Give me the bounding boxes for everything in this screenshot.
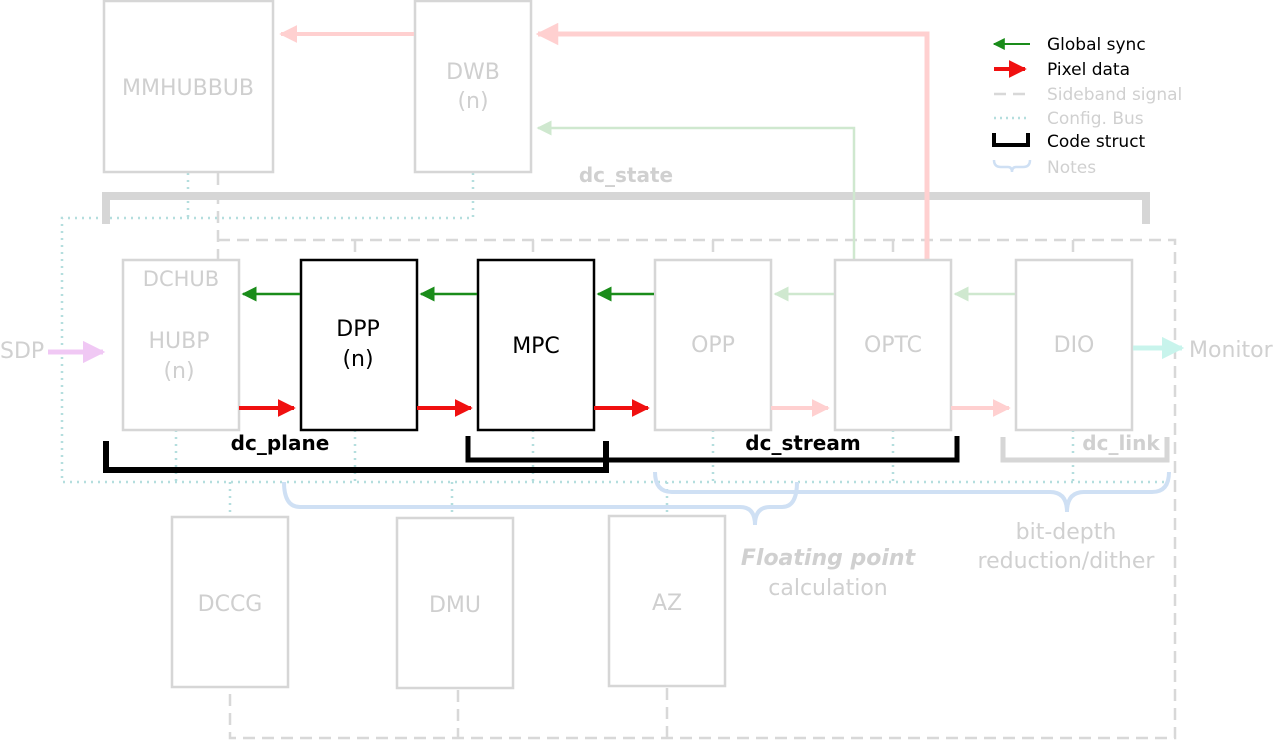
dmu-block [395,516,515,690]
az-block [607,514,727,688]
dccg-label: DCCG [198,592,263,617]
dccg-block [170,515,290,689]
dio-label: DIO [1054,333,1095,358]
optc-label: OPTC [864,333,922,358]
floating-point-note-brace [282,481,799,526]
legend: Global sync Pixel data Sideband signal C… [992,35,1182,178]
dc-state-label: dc_state [579,163,673,187]
bit-depth-note-line1: bit-depth [1016,520,1117,545]
dwb-label: DWB [446,60,500,85]
optc-to-dwb-sync-arrow [536,120,856,260]
hubp-count: (n) [163,359,194,384]
dc-state-bracket [102,192,1150,224]
mmhubbub-label: MMHUBBUB [122,76,254,101]
bit-depth-note-brace [653,471,1171,513]
legend-code-struct-swatch [992,133,1030,147]
sdp-label: SDP [0,339,44,364]
legend-notes-label: Notes [1047,158,1096,178]
legend-sideband-label: Sideband signal [1047,85,1182,105]
floating-point-note-text: calculation [768,576,887,601]
mpc-label: MPC [512,334,560,359]
dwb-block [413,0,533,174]
legend-pixel-data-label: Pixel data [1047,60,1130,80]
dc-stream-bracket [465,436,960,463]
config-bus [60,173,1168,517]
floating-point-note-emphasis: Floating point [741,546,917,571]
legend-global-sync-label: Global sync [1047,35,1146,55]
legend-code-struct-label: Code struct [1047,132,1146,152]
dwb-count: (n) [457,89,488,114]
hubp-block [121,258,241,432]
dio-block [1014,258,1134,432]
opp-block [653,258,773,432]
monitor-label: Monitor [1189,338,1274,363]
dc-plane-bracket [103,441,609,473]
optc-to-dwb-pixel-arrow [535,22,930,260]
dc-stream-label: dc_stream [745,431,860,455]
bit-depth-note-line2: reduction/dither [978,549,1156,574]
dc-plane-label: dc_plane [231,431,330,455]
opp-label: OPP [691,333,735,358]
az-label: AZ [652,591,682,616]
mpc-block [476,258,596,432]
dmu-label: DMU [429,593,481,618]
optc-block [833,258,953,432]
legend-config-bus-label: Config. Bus [1047,109,1144,129]
dc-link-label: dc_link [1082,431,1160,455]
dchub-label: DCHUB [143,267,219,291]
dpp-block [299,258,419,432]
legend-notes-swatch [992,159,1032,173]
mmhubbub-block [102,0,275,174]
dpp-label: DPP [336,317,379,342]
dpp-count: (n) [342,347,373,372]
sideband-signals [216,173,1177,740]
hubp-label: HUBP [148,329,209,354]
dc-link-bracket [1000,437,1170,463]
